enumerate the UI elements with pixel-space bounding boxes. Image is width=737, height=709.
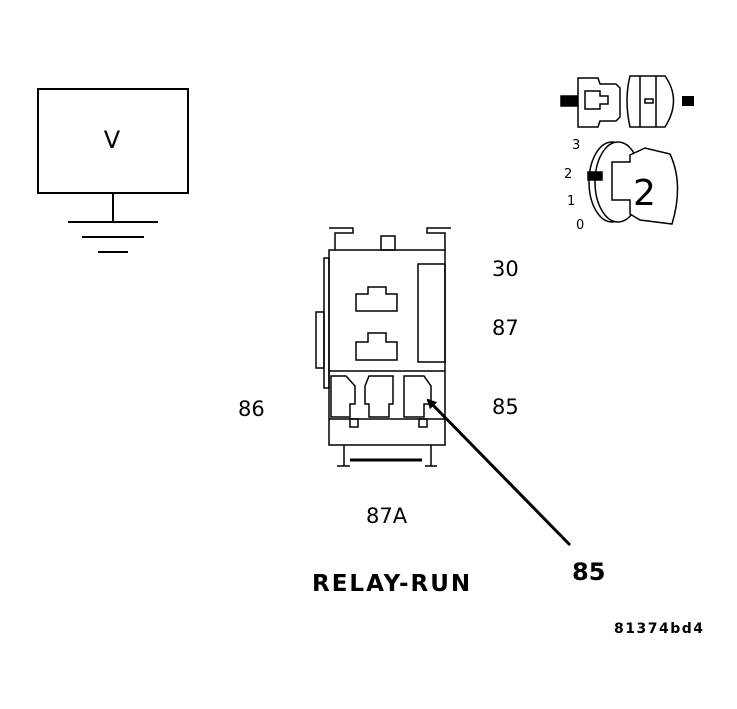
svg-text:2: 2: [564, 167, 572, 182]
svg-text:1: 1: [567, 194, 575, 209]
voltmeter: V: [37, 88, 189, 221]
probe-connector-icon: [560, 75, 694, 128]
relay-body: [328, 249, 446, 446]
terminal-middle: [355, 332, 398, 361]
probe-key: 3 2 1 0 2: [560, 75, 694, 233]
voltmeter-box: [37, 88, 189, 194]
pin-label-87a: 87A: [366, 504, 408, 528]
relay-connector: [315, 227, 451, 467]
pin-label-87: 87: [492, 316, 519, 340]
probe-scale: 3 2 1 0: [564, 138, 584, 233]
figure-id: 81374bd4: [614, 621, 705, 637]
pin-label-86: 86: [238, 397, 265, 421]
probe-dial-icon: [587, 141, 679, 225]
terminal-86: [330, 375, 356, 418]
svg-text:3: 3: [572, 138, 580, 153]
terminal-85: [403, 375, 432, 418]
terminal-upper: [355, 286, 398, 312]
diagram-title: RELAY-RUN: [312, 571, 472, 597]
callout-arrow: [426, 398, 572, 547]
voltmeter-symbol: V: [104, 126, 121, 154]
pin-label-85: 85: [492, 395, 519, 419]
ground-icon: [68, 221, 158, 253]
terminal-87a: [364, 375, 394, 418]
pin-label-30: 30: [492, 257, 519, 281]
callout-label: 85: [572, 558, 605, 586]
svg-text:0: 0: [576, 218, 584, 233]
probe-dial-number: 2: [633, 173, 656, 214]
